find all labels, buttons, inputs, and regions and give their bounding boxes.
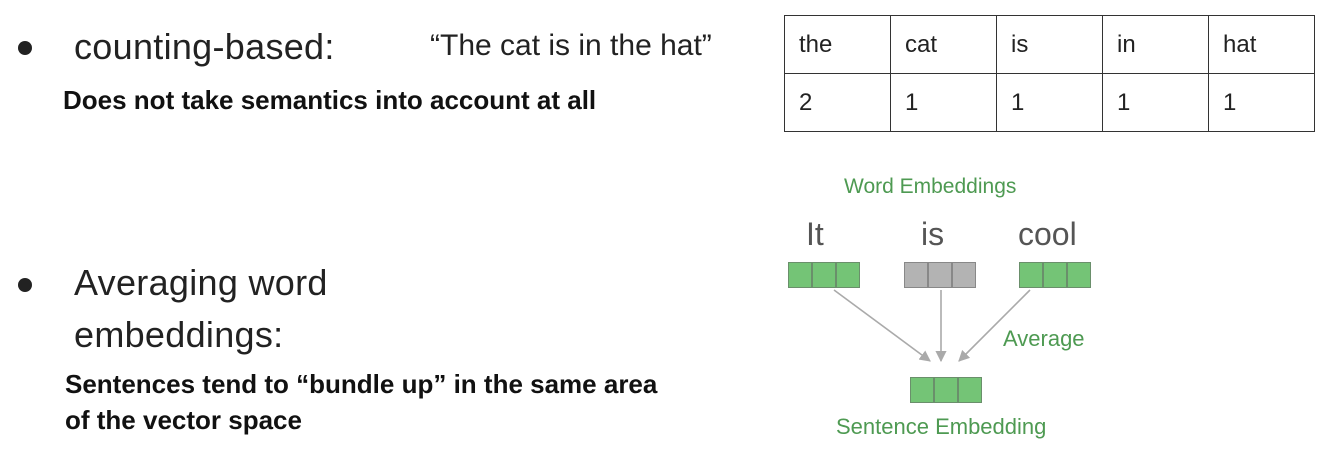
vector-cell (904, 262, 928, 288)
bullet-averaging (18, 278, 32, 292)
averaging-note-line2: of the vector space (65, 405, 302, 435)
embedding-vector-it (788, 262, 860, 288)
average-label: Average (1003, 326, 1085, 351)
sentence-embedding-label: Sentence Embedding (836, 414, 1047, 439)
averaging-note-line1: Sentences tend to “bundle up” in the sam… (65, 369, 658, 399)
example-sentence: “The cat is in the hat” (430, 29, 712, 62)
word-it: It (806, 216, 824, 252)
table-cell: 1 (1208, 73, 1315, 132)
vector-cell (910, 377, 934, 403)
averaging-heading-line1: Averaging word (74, 262, 328, 303)
vector-cell (1043, 262, 1067, 288)
word-count-table: the cat is in hat 2 1 1 1 1 (784, 15, 1315, 132)
counting-based-heading: counting-based: (74, 26, 335, 67)
vector-cell (788, 262, 812, 288)
vector-cell (1067, 262, 1091, 288)
table-cell: 1 (890, 73, 997, 132)
table-cell: cat (890, 15, 997, 74)
embedding-vector-cool (1019, 262, 1091, 288)
word-embeddings-title: Word Embeddings (844, 175, 1017, 198)
embedding-vector-is (904, 262, 976, 288)
word-cool: cool (1018, 216, 1077, 252)
table-cell: 2 (784, 73, 891, 132)
vector-cell (952, 262, 976, 288)
averaging-heading-line2: embeddings: (74, 314, 284, 355)
vector-cell (934, 377, 958, 403)
arrow-cool (958, 289, 1031, 362)
sentence-embedding-vector (910, 377, 982, 403)
table-cell: hat (1208, 15, 1315, 74)
table-row: 2 1 1 1 1 (784, 73, 1315, 132)
table-cell: 1 (996, 73, 1103, 132)
vector-cell (958, 377, 982, 403)
vector-cell (1019, 262, 1043, 288)
vector-cell (836, 262, 860, 288)
table-cell: in (1102, 15, 1209, 74)
table-cell: 1 (1102, 73, 1209, 132)
counting-note: Does not take semantics into account at … (63, 85, 597, 115)
arrow-it (833, 289, 931, 362)
table-row: the cat is in hat (784, 15, 1315, 74)
bullet-counting (18, 41, 32, 55)
vector-cell (812, 262, 836, 288)
vector-cell (928, 262, 952, 288)
word-is: is (921, 216, 945, 252)
